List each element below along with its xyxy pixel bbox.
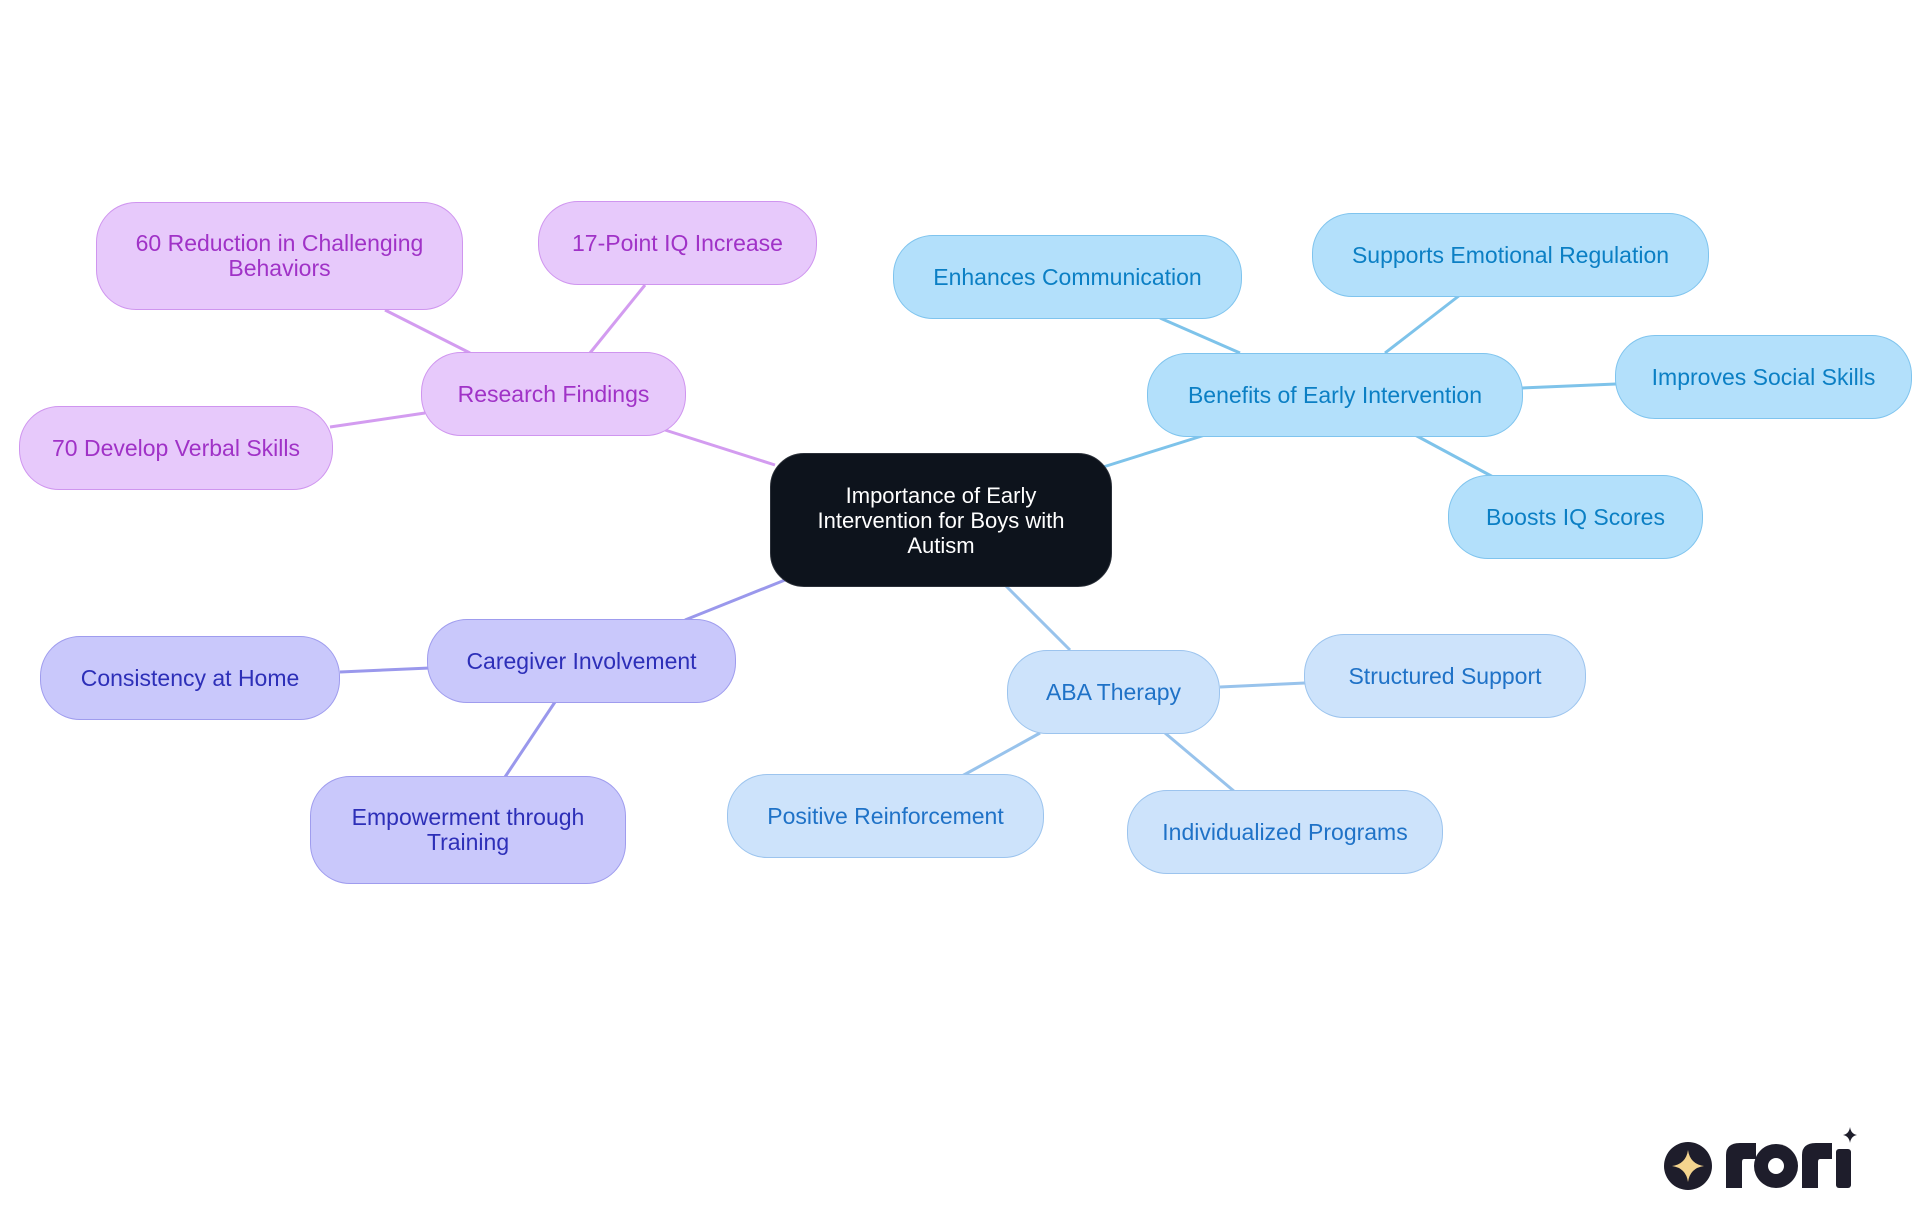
connector-caregiver-home bbox=[339, 666, 431, 674]
sparkle-icon bbox=[1664, 1142, 1712, 1190]
connector-caregiver-training bbox=[503, 701, 557, 778]
node-label: 17-Point IQ Increase bbox=[572, 229, 783, 256]
connector-aba-positive bbox=[961, 731, 1041, 778]
node-label: Boosts IQ Scores bbox=[1486, 503, 1665, 530]
logo-wordmark bbox=[1726, 1127, 1857, 1188]
connector-root-research bbox=[664, 428, 776, 467]
node-structured-support[interactable]: Structured Support bbox=[1304, 634, 1586, 718]
node-benefits-of-early-intervention[interactable]: Benefits of Early Intervention bbox=[1147, 353, 1523, 437]
connector-benefits-communication bbox=[1159, 316, 1241, 355]
connector-root-aba bbox=[1003, 583, 1072, 652]
node-label: Improves Social Skills bbox=[1651, 363, 1876, 390]
node-label: Caregiver Involvement bbox=[466, 647, 697, 674]
node-enhances-communication[interactable]: Enhances Communication bbox=[893, 235, 1242, 319]
node-consistency-at-home[interactable]: Consistency at Home bbox=[40, 636, 340, 720]
connector-research-verbal bbox=[329, 411, 426, 429]
node-label: Individualized Programs bbox=[1162, 818, 1408, 845]
node-improves-social-skills[interactable]: Improves Social Skills bbox=[1615, 335, 1912, 419]
node-empowerment-through-training[interactable]: Empowerment through Training bbox=[310, 776, 626, 884]
node-label: Positive Reinforcement bbox=[767, 802, 1004, 829]
node-label: 60 Reduction in Challenging Behaviors bbox=[135, 230, 424, 281]
node-60-reduction-in-challenging-behaviors[interactable]: 60 Reduction in Challenging Behaviors bbox=[96, 202, 463, 310]
node-label: Research Findings bbox=[457, 380, 650, 407]
node-label: Consistency at Home bbox=[80, 664, 300, 691]
node-label: Benefits of Early Intervention bbox=[1187, 381, 1483, 408]
node-supports-emotional-regulation[interactable]: Supports Emotional Regulation bbox=[1312, 213, 1709, 297]
node-label: 70 Develop Verbal Skills bbox=[51, 434, 301, 461]
rori-logo bbox=[1664, 1127, 1857, 1190]
connector-research-behaviors bbox=[384, 308, 471, 355]
node-boosts-iq-scores[interactable]: Boosts IQ Scores bbox=[1448, 475, 1703, 559]
connector-research-iq bbox=[588, 284, 647, 354]
root-node-label: Importance of Early Intervention for Boy… bbox=[817, 482, 1065, 558]
node-aba-therapy[interactable]: ABA Therapy bbox=[1007, 650, 1220, 734]
connector-benefits-social bbox=[1521, 382, 1617, 390]
node-label: Enhances Communication bbox=[933, 263, 1202, 290]
connector-benefits-emotional bbox=[1384, 293, 1461, 355]
connector-root-benefits bbox=[1099, 433, 1206, 470]
node-70-develop-verbal-skills[interactable]: 70 Develop Verbal Skills bbox=[19, 406, 333, 490]
node-individualized-programs[interactable]: Individualized Programs bbox=[1127, 790, 1443, 874]
node-label: Supports Emotional Regulation bbox=[1351, 241, 1670, 268]
root-node[interactable]: Importance of Early Intervention for Boy… bbox=[770, 453, 1112, 587]
node-17-point-iq-increase[interactable]: 17-Point IQ Increase bbox=[538, 201, 817, 285]
node-label: Empowerment through Training bbox=[351, 804, 585, 855]
node-caregiver-involvement[interactable]: Caregiver Involvement bbox=[427, 619, 736, 703]
node-positive-reinforcement[interactable]: Positive Reinforcement bbox=[727, 774, 1044, 858]
connector-aba-individualized bbox=[1164, 731, 1236, 794]
connector-root-caregiver bbox=[684, 578, 786, 622]
connector-aba-structured bbox=[1219, 681, 1306, 689]
node-label: Structured Support bbox=[1348, 662, 1542, 689]
connector-benefits-iq bbox=[1414, 433, 1496, 480]
node-research-findings[interactable]: Research Findings bbox=[421, 352, 686, 436]
node-label: ABA Therapy bbox=[1045, 678, 1182, 705]
